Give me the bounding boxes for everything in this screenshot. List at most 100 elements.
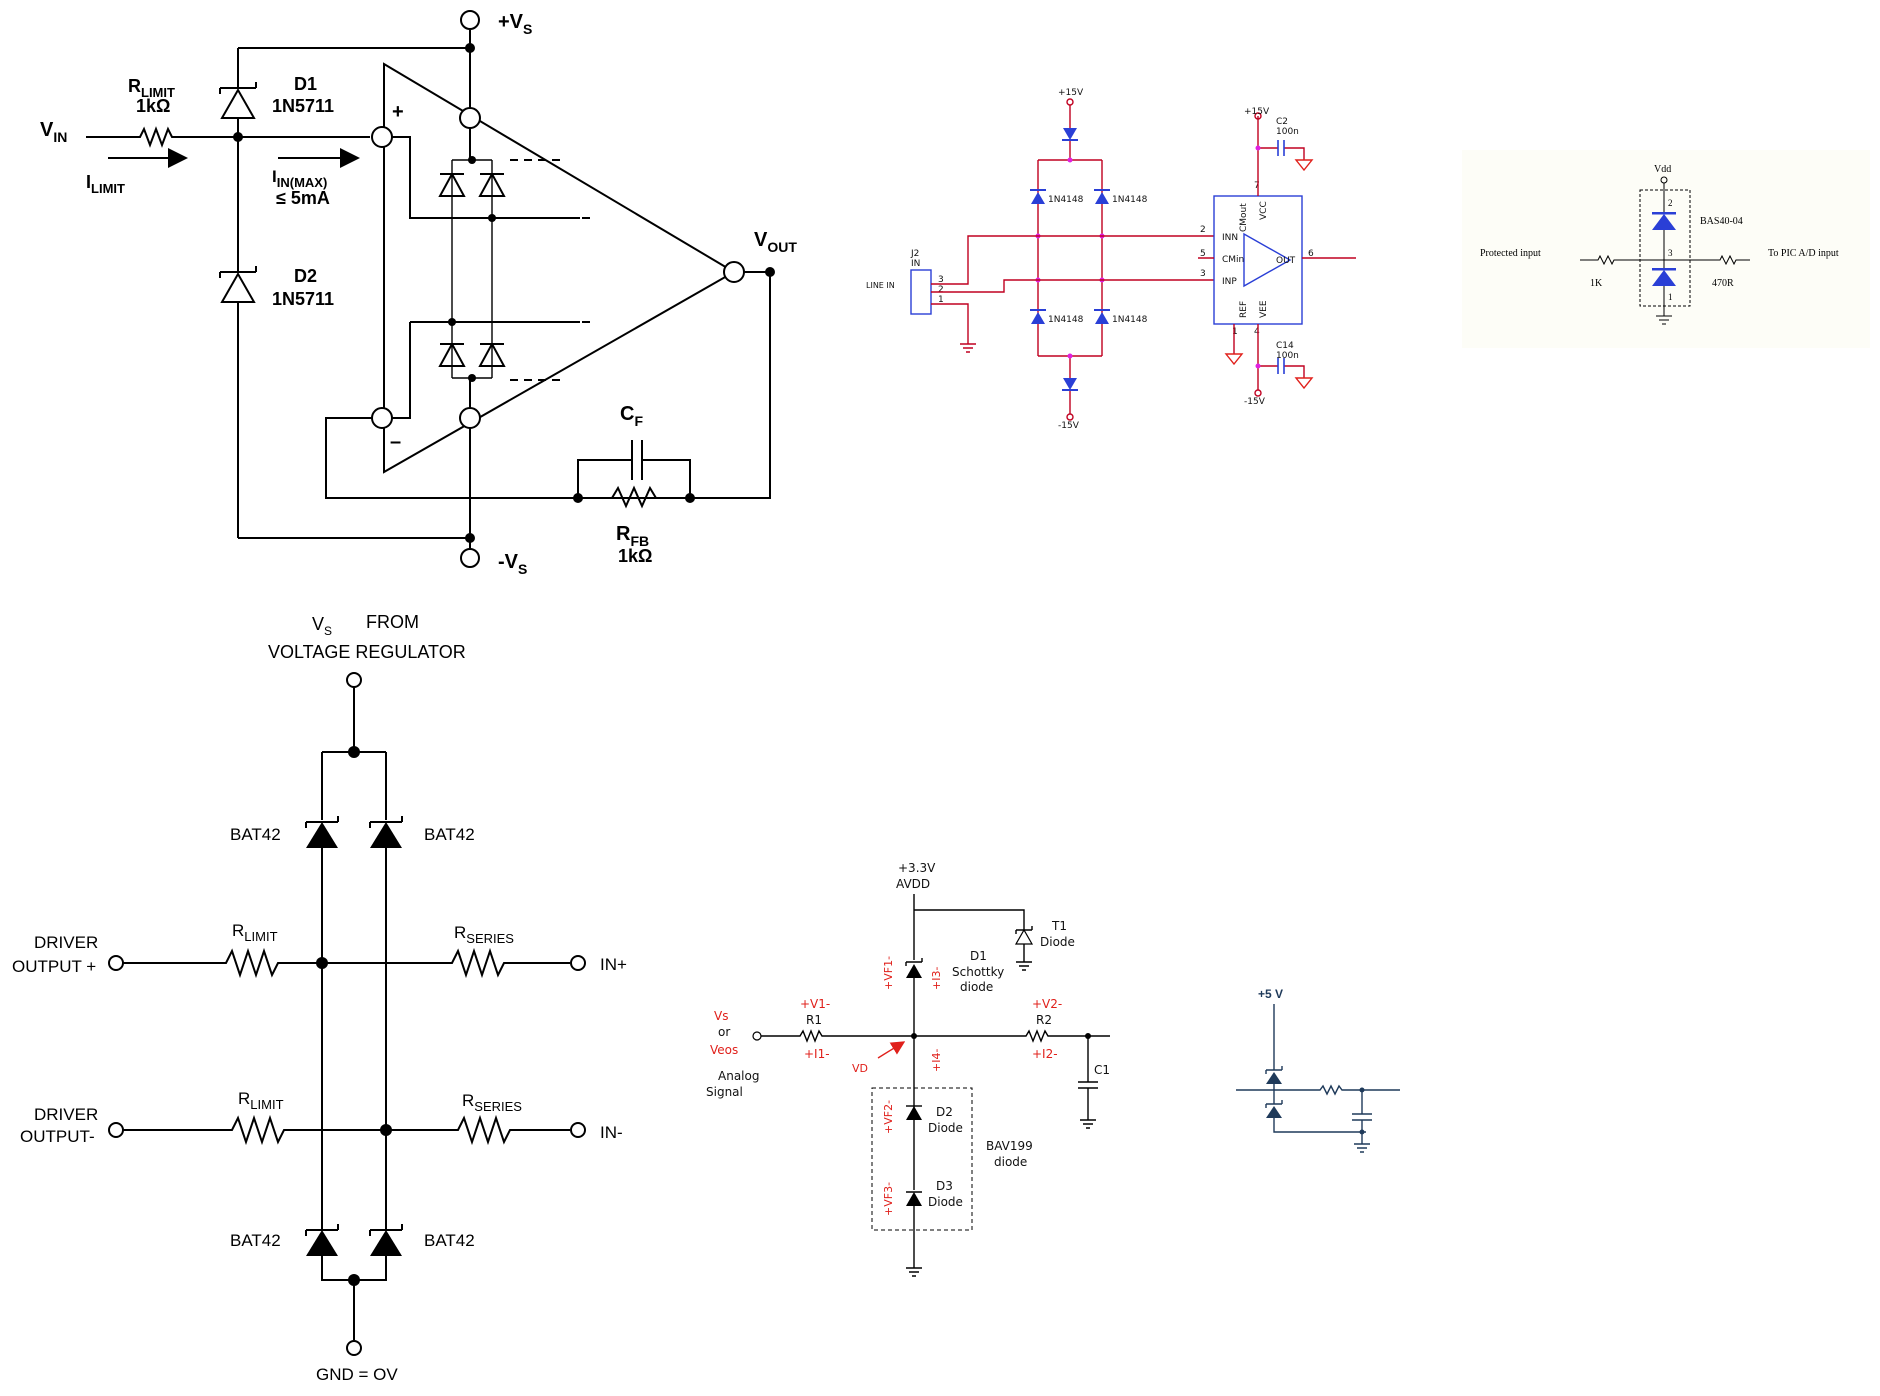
p15-top-label: +15V [1058, 88, 1084, 98]
ic-num-2: 2 [1200, 225, 1206, 235]
v2-label: +V2- [1032, 997, 1062, 1011]
panel-opamp-protection: +VS -VS D1 1N5711 D2 1N5711 VIN RLIMIT 1… [40, 10, 797, 577]
r1k-label: 1K [1590, 278, 1603, 289]
d2-type-label: Diode [928, 1121, 963, 1135]
d1-label: D1 [294, 74, 317, 94]
c14-label: C14 [1276, 341, 1294, 351]
veos-label: Veos [710, 1043, 738, 1057]
avdd-label: AVDD [896, 877, 930, 891]
rfb-label: RFB [616, 523, 649, 549]
d3-label: D3 [936, 1179, 953, 1193]
rseries-bot-label: RSERIES [462, 1091, 522, 1114]
ic-num-1: 1 [1232, 327, 1238, 337]
j2-sub-label: IN [911, 259, 920, 269]
r2-label: R2 [1036, 1013, 1052, 1027]
ic-num-3: 3 [1200, 269, 1206, 279]
m15-bot-label: -15V [1058, 421, 1080, 431]
c1-label: C1 [1094, 1063, 1110, 1077]
protected-input-label: Protected input [1480, 248, 1541, 259]
in-pos-label: IN+ [600, 955, 627, 974]
regulator-label: VOLTAGE REGULATOR [268, 642, 466, 662]
p15-ic-label: +15V [1244, 107, 1270, 117]
bas40-pin-1: 1 [1668, 292, 1673, 302]
iin-label: IIN(MAX) [272, 167, 327, 190]
ilimit-label: ILIMIT [86, 172, 125, 196]
driver-pos-line2: OUTPUT + [12, 957, 96, 976]
ic-num-7: 7 [1254, 181, 1260, 191]
vd-label: VD [852, 1062, 868, 1075]
in-neg-label: IN- [600, 1123, 623, 1142]
c2-value: 100n [1276, 127, 1299, 137]
c14-value: 100n [1276, 351, 1299, 361]
bav199-package [871, 1087, 973, 1231]
d1-label: D1 [970, 949, 987, 963]
vs-label: VS [312, 614, 332, 638]
ic-pin-ref: REF [1239, 301, 1249, 318]
bat42-label-bl: BAT42 [230, 1231, 281, 1250]
vs-neg-terminal [460, 548, 480, 568]
rseries-top-label: RSERIES [454, 923, 514, 946]
bas40-part-label: BAS40-04 [1700, 216, 1743, 227]
ic-num-4: 4 [1254, 327, 1260, 337]
ic-pin-vcc: VCC [1259, 201, 1269, 220]
j2-connector [910, 269, 932, 315]
i3-label: +I3- [930, 967, 943, 990]
t1-type-label: Diode [1040, 935, 1075, 949]
d1-type-line1: Schottky [952, 965, 1004, 979]
r470-label: 470R [1712, 278, 1734, 289]
panel-line-input: +15V -15V 1N4148 1N4148 1N4148 1N4148 J2 [866, 88, 1356, 431]
driver-neg-line2: OUTPUT- [20, 1127, 95, 1146]
rfb-value: 1kΩ [618, 546, 652, 566]
analog-line2: Signal [706, 1085, 743, 1099]
j2-pin-3: 3 [938, 275, 944, 285]
d3-type-label: Diode [928, 1195, 963, 1209]
panel-bat42-clamp: VS FROM VOLTAGE REGULATOR BAT42 BAT42 DR… [12, 612, 627, 1384]
bat42-label-br: BAT42 [424, 1231, 475, 1250]
ic-pin-inp: INP [1222, 277, 1237, 287]
vs-pos-terminal [460, 10, 480, 30]
driver-neg-line1: DRIVER [34, 1105, 98, 1124]
vs-neg-label: -VS [498, 551, 527, 577]
vin-label: VIN [40, 119, 67, 145]
supply-33-label: +3.3V [898, 861, 936, 875]
supply-5v-label: +5 V [1258, 987, 1283, 1001]
cf-label: CF [620, 403, 643, 429]
diode-label-3: 1N4148 [1048, 315, 1084, 325]
d2-label: D2 [936, 1105, 953, 1119]
analog-line1: Analog [718, 1069, 759, 1083]
ic-pin-cmin: CMin [1222, 255, 1244, 265]
m15-ic-label: -15V [1244, 397, 1266, 407]
to-pic-label: To PIC A/D input [1768, 248, 1839, 259]
ic-pin-vee: VEE [1259, 300, 1269, 318]
d2-label: D2 [294, 266, 317, 286]
bas40-pin-2: 2 [1668, 198, 1673, 208]
v1-label: +V1- [800, 997, 830, 1011]
rlimit-value: 1kΩ [136, 96, 170, 116]
panel-bas40-protection: Vdd 2 3 1 BAS40-04 Protected input To PI… [1462, 150, 1870, 348]
diode-label-4: 1N4148 [1112, 315, 1148, 325]
c2-label: C2 [1276, 117, 1288, 127]
rlimit-top-label: RLIMIT [232, 921, 278, 944]
opamp-triangle [383, 62, 736, 474]
bav199-type-label: diode [994, 1155, 1027, 1169]
or-label: or [718, 1025, 730, 1039]
d1-diode-symbol [220, 87, 256, 119]
rlimit-label: RLIMIT [128, 76, 175, 100]
from-label: FROM [366, 612, 419, 632]
ic-pin-out: OUT [1276, 256, 1296, 266]
j2-label: J2 [910, 249, 919, 259]
d1-part-label: 1N5711 [272, 96, 334, 116]
bav199-label: BAV199 [986, 1139, 1033, 1153]
bat42-label-tr: BAT42 [424, 825, 475, 844]
j2-pin-2: 2 [938, 285, 944, 295]
iin-value: ≤ 5mA [276, 188, 330, 208]
line-in-label: LINE IN [866, 281, 895, 290]
vdd-label: Vdd [1654, 164, 1671, 175]
ic-pin-inn: INN [1222, 233, 1238, 243]
i1-label: +I1- [804, 1047, 830, 1061]
non-inverting-sign: + [392, 101, 404, 123]
inverting-sign: – [390, 431, 401, 453]
vf3-label: +VF3- [882, 1182, 895, 1216]
bat42-label-tl: BAT42 [230, 825, 281, 844]
